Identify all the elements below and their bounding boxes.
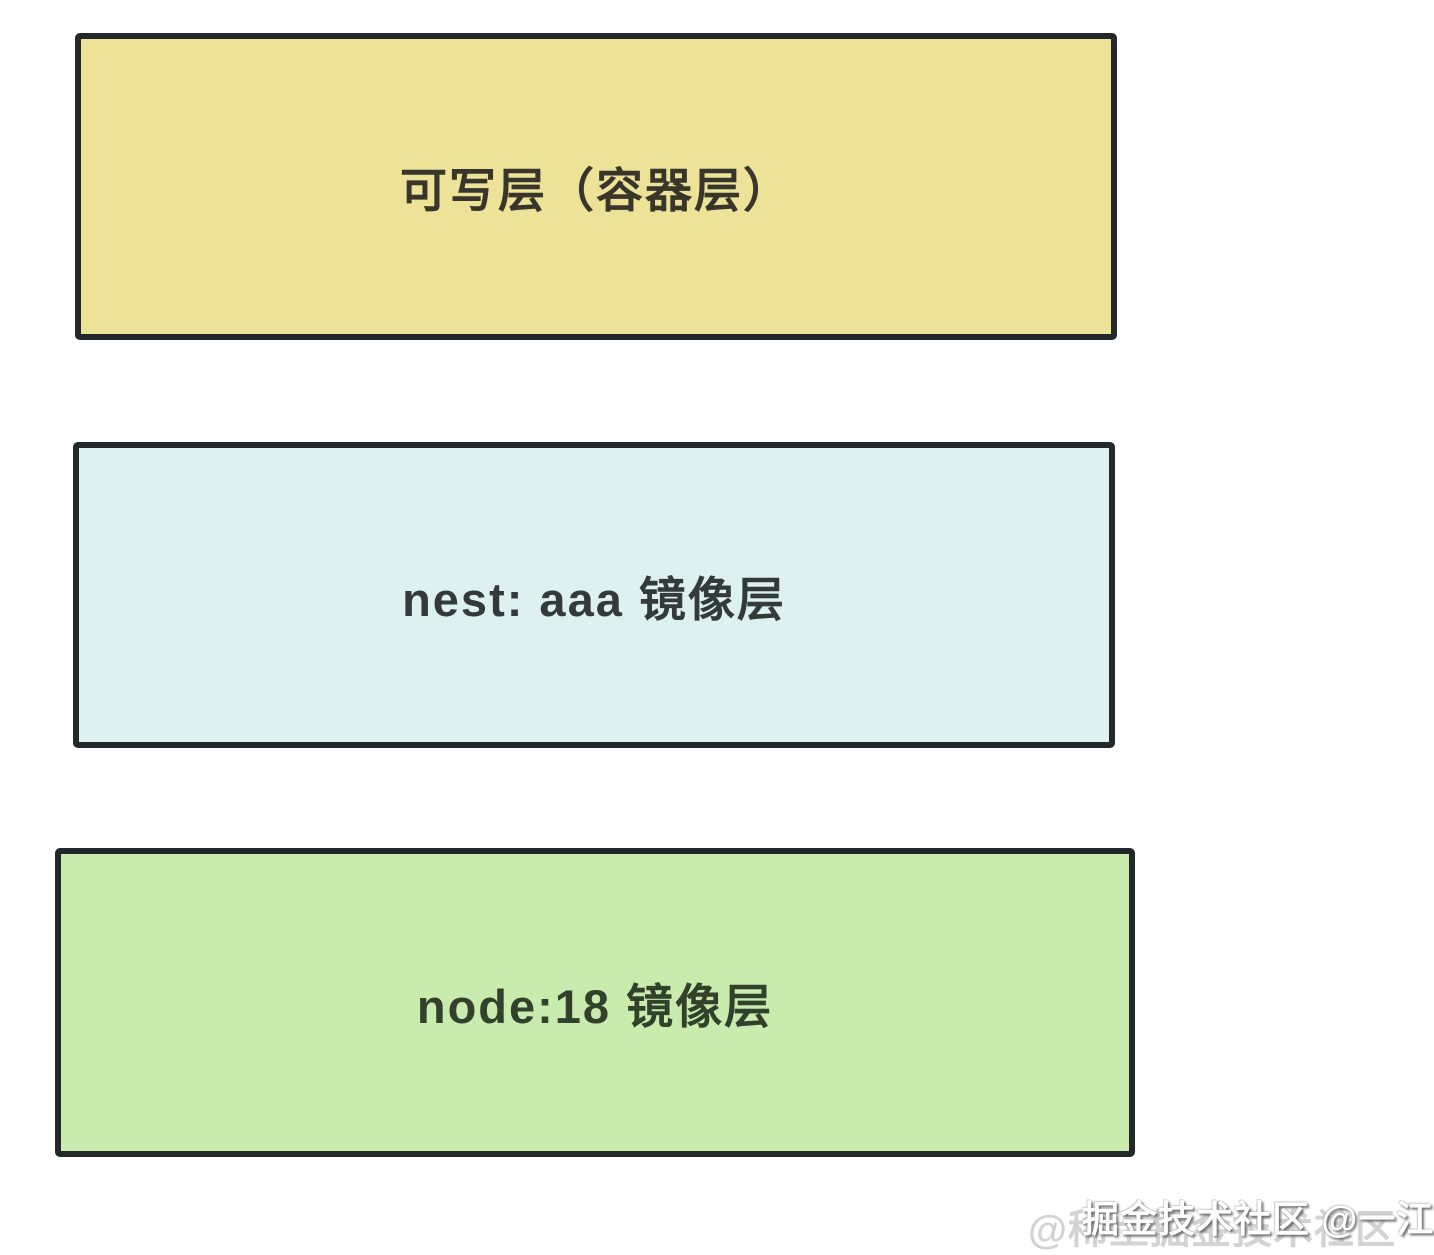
layer-label-writable: 可写层（容器层） [400, 164, 792, 217]
layer-label-nest-image: nest: aaa 镜像层 [402, 572, 786, 626]
layer-box-writable: 可写层（容器层） [75, 33, 1117, 340]
layer-box-node-image: node:18 镜像层 [55, 848, 1135, 1157]
layer-box-nest-image: nest: aaa 镜像层 [73, 442, 1115, 748]
watermark-background-text: @稀土掘金技术社区 [1028, 1208, 1397, 1252]
watermark: @稀土掘金技术社区 掘金技术社区 @一江东流水 [1020, 1183, 1434, 1252]
layer-label-node-image: node:18 镜像层 [416, 980, 774, 1033]
watermark-foreground-text: 掘金技术社区 @一江东流水 [1082, 1199, 1434, 1240]
